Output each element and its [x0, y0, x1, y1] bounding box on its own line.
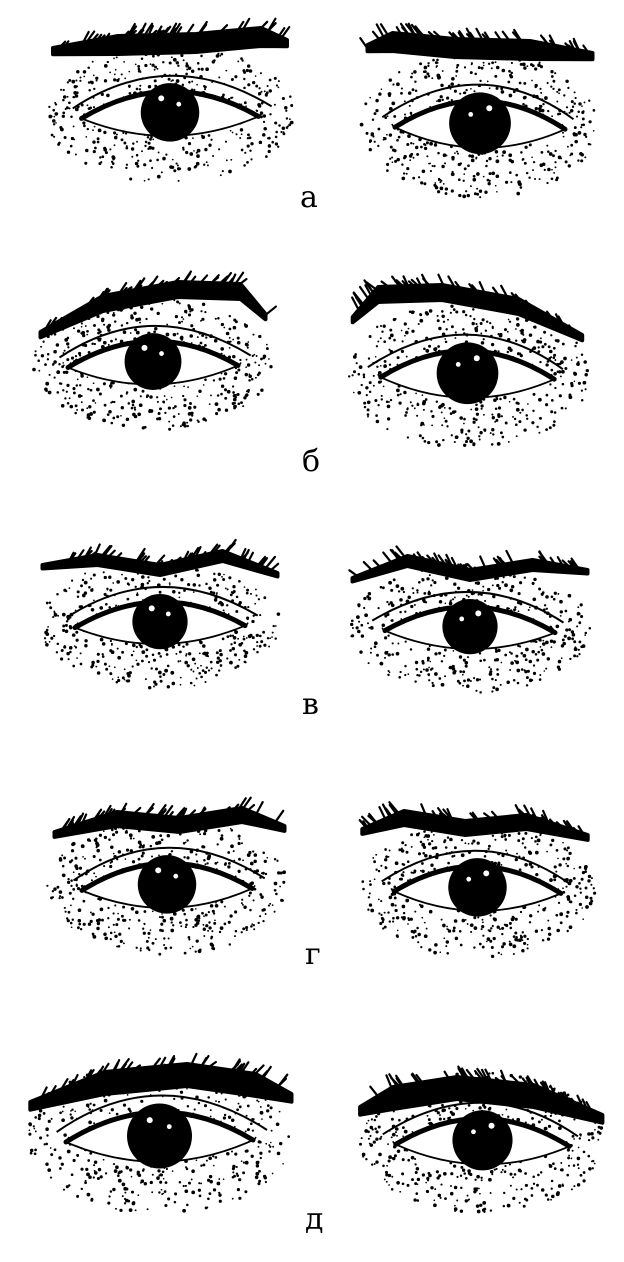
row-label-d: д — [305, 1202, 324, 1237]
row-label-b: б — [302, 444, 321, 479]
left-eye-b-illustration — [32, 270, 278, 431]
right-eye-d-illustration — [358, 1065, 605, 1214]
right-eye-g-illustration — [358, 801, 597, 959]
row-label-v: в — [302, 687, 319, 722]
row-label-a: а — [300, 180, 318, 215]
right-eye-b-illustration — [347, 273, 589, 447]
left-eye-a-illustration — [48, 17, 294, 182]
left-eye-d-illustration — [28, 1052, 294, 1213]
left-eye-v-illustration — [40, 538, 281, 690]
row-label-g: г — [305, 937, 321, 972]
left-eye-g-illustration — [46, 796, 287, 956]
right-eye-a-illustration — [359, 22, 596, 199]
right-eye-v-illustration — [348, 545, 592, 694]
